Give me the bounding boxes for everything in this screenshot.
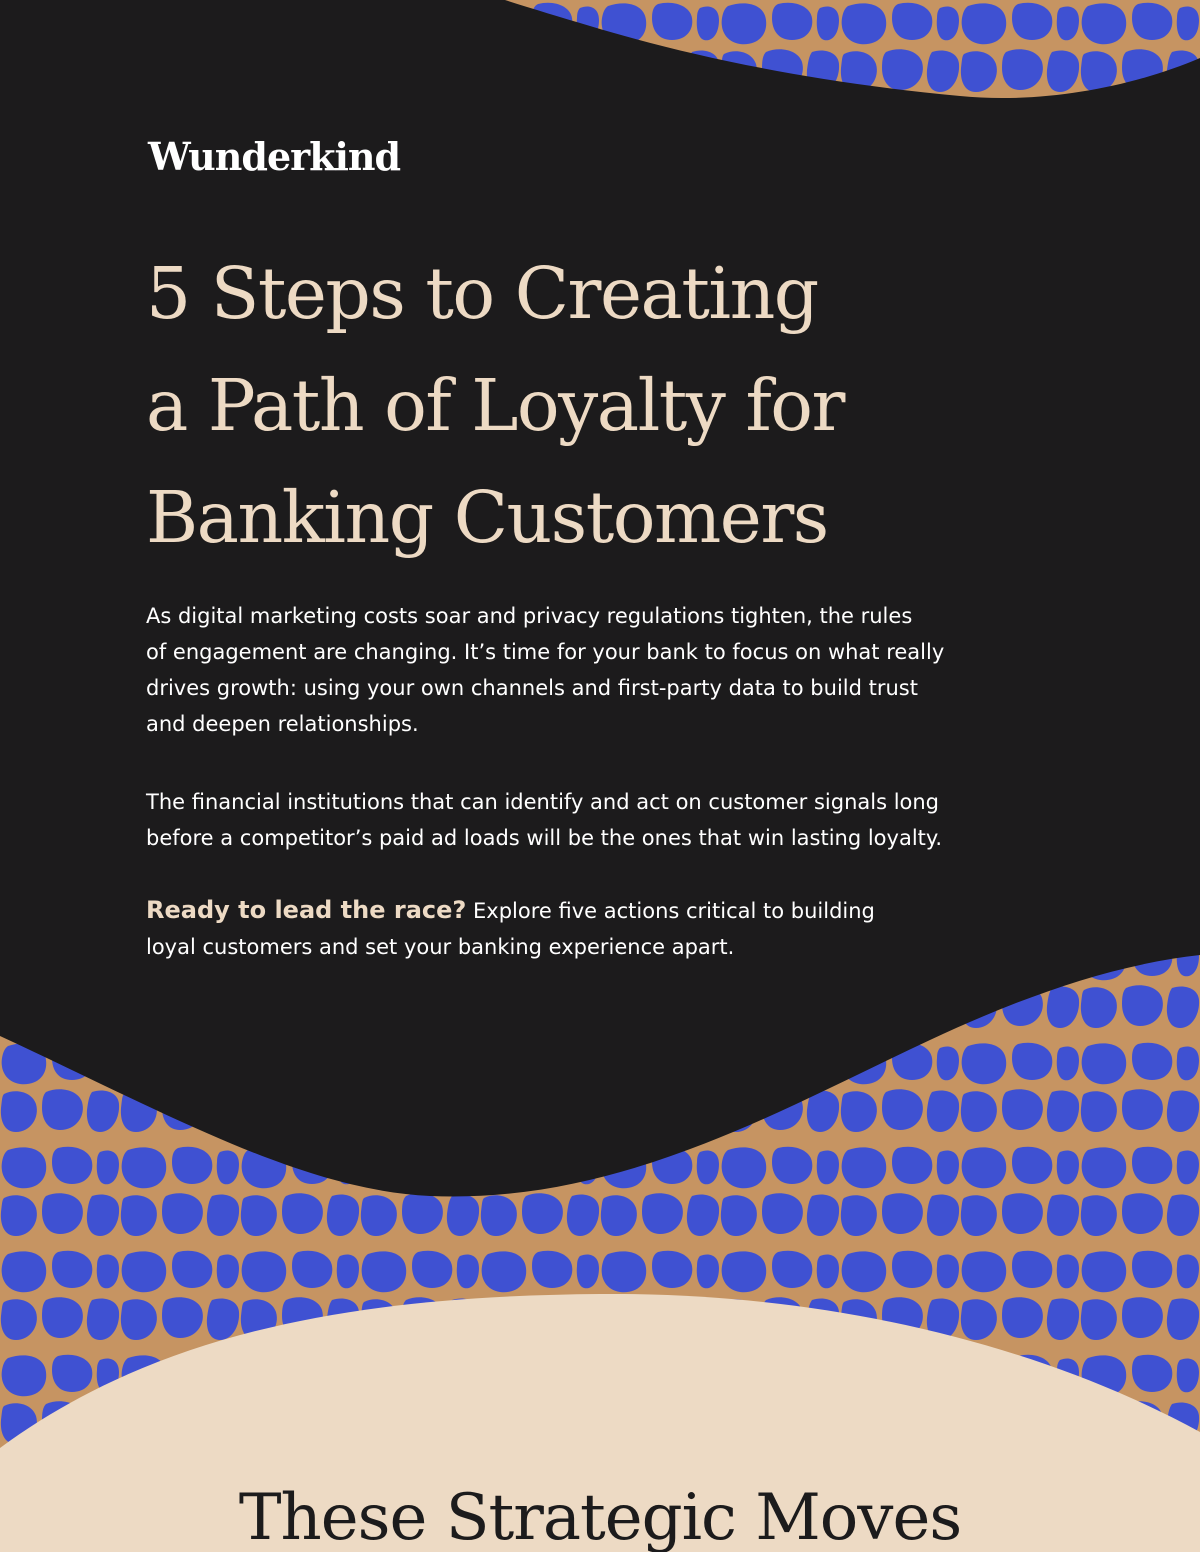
title-line: a Path of Loyalty for	[146, 364, 845, 447]
section-heading: These Strategic Moves	[238, 1481, 962, 1552]
paragraph-line: and deepen relationships.	[146, 712, 419, 736]
wunderkind-logo: Wunderkind	[148, 134, 401, 179]
cta-line: loyal customers and set your banking exp…	[146, 935, 735, 959]
title-line: Banking Customers	[146, 476, 829, 559]
page-title: 5 Steps to Creating a Path of Loyalty fo…	[146, 238, 1046, 574]
cta-lead: Ready to lead the race?	[146, 896, 467, 924]
title-line: 5 Steps to Creating	[146, 252, 819, 335]
cta-paragraph: Ready to lead the race? Explore five act…	[146, 892, 1026, 965]
cta-line: Ready to lead the race? Explore five act…	[146, 892, 1026, 929]
paragraph-line: As digital marketing costs soar and priv…	[146, 604, 913, 628]
paragraph-line: The financial institutions that can iden…	[146, 790, 940, 814]
loyalty-paragraph: The financial institutions that can iden…	[146, 784, 1026, 856]
intro-paragraph: As digital marketing costs soar and priv…	[146, 598, 1026, 742]
paragraph-line: drives growth: using your own channels a…	[146, 676, 918, 700]
paragraph-line: before a competitor’s paid ad loads will…	[146, 826, 943, 850]
paragraph-line: of engagement are changing. It’s time fo…	[146, 640, 945, 664]
cta-rest: Explore five actions critical to buildin…	[466, 899, 875, 923]
